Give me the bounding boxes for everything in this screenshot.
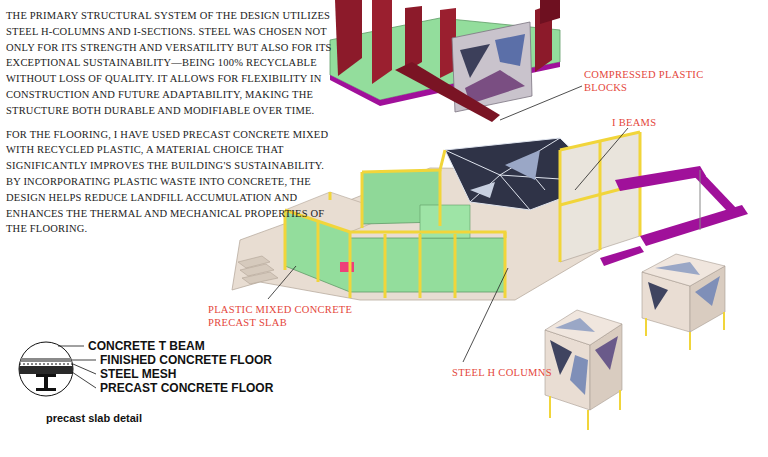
steel-frame [285, 132, 640, 298]
glazed-frame [560, 132, 640, 262]
slab-detail [15, 342, 96, 396]
leader-lines [268, 86, 628, 362]
maroon-panel [335, 0, 362, 76]
material-label: COMPRESSED PLASTIC BLOCKS [584, 68, 706, 94]
detail-label: CONCRETE T BEAM [88, 339, 205, 353]
pavilion-cube [642, 254, 725, 350]
material-label: I BEAMS [612, 116, 656, 129]
post [700, 170, 701, 230]
walkway [690, 170, 738, 212]
pavilion-cube [545, 310, 622, 430]
green-wall [350, 238, 505, 292]
maroon-panel [405, 6, 422, 72]
maroon-panel [372, 0, 392, 84]
pink-block [340, 262, 354, 272]
glass-pane [505, 150, 540, 180]
stairs [238, 256, 278, 284]
detail-caption: precast slab detail [46, 412, 142, 424]
description-text: FOR THE FLOORING, I HAVE USED PRECAST CO… [6, 127, 340, 238]
detail-label: FINISHED CONCRETE FLOOR [100, 353, 272, 367]
maroon-panel [540, 0, 560, 24]
glass-pane [470, 182, 495, 198]
material-label: PLASTIC MIXED CONCRETE PRECAST SLAB [208, 303, 358, 329]
walkway [615, 166, 706, 191]
maroon-panel [395, 62, 500, 122]
material-label: STEEL H COLUMNS [452, 366, 552, 379]
glass-pane [460, 44, 490, 78]
detail-label: STEEL MESH [100, 367, 176, 381]
walkway [600, 246, 644, 266]
description-text: THE PRIMARY STRUCTURAL SYSTEM OF THE DES… [6, 8, 340, 119]
glass-pane [495, 34, 525, 66]
glass-pane [465, 70, 525, 104]
detail-label: PRECAST CONCRETE FLOOR [100, 381, 273, 395]
